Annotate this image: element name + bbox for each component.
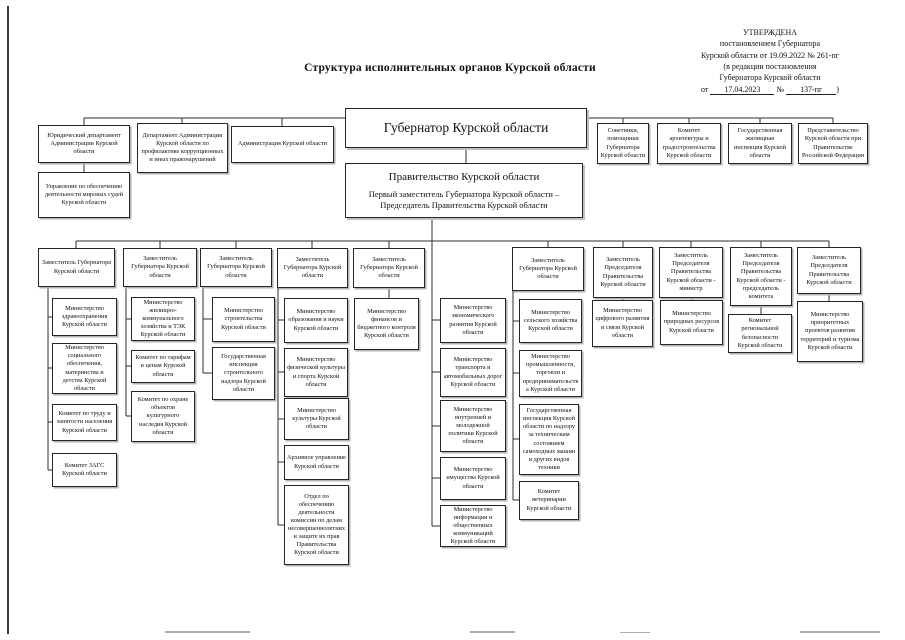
government-title: Правительство Курской области bbox=[388, 170, 540, 183]
box-deputy-chairman-1: Заместитель Председателя Правительства К… bbox=[593, 247, 653, 298]
box-deputy-chairman-2: Заместитель Председателя Правительства К… bbox=[797, 247, 861, 294]
box-administration: Администрация Курской области bbox=[231, 126, 334, 163]
box-ministry-housing-utilities: Министерство жилищно-коммунального хозяй… bbox=[131, 297, 195, 341]
box-ministry-natural-resources: Министерство природных ресурсов Курской … bbox=[660, 300, 723, 345]
box-heritage-committee: Комитет по охране объектов культурного н… bbox=[131, 391, 195, 442]
box-justice-support-division: Управление по обеспечению деятельности м… bbox=[38, 172, 130, 218]
approval-line: постановлением Губернатора bbox=[719, 39, 821, 49]
approval-paren: ) bbox=[836, 84, 839, 94]
page-title: Структура исполнительных органов Курской… bbox=[304, 62, 596, 74]
box-labor-committee: Комитет по труду и занятости населения К… bbox=[52, 404, 117, 441]
box-ministry-economy: Министерство экономического развития Кур… bbox=[440, 298, 506, 343]
box-ministry-information: Министерство информации и общественных к… bbox=[440, 505, 506, 547]
box-ministry-transport: Министерство транспорта и автомобильных … bbox=[440, 348, 506, 397]
box-ministry-priority-projects: Министерство приоритетных проектов разви… bbox=[797, 301, 863, 362]
approval-line: Курской области от 19.09.2022 № 261-пг bbox=[700, 50, 840, 60]
box-deputy-governor-3: Заместитель Губернатора Курской области bbox=[200, 248, 272, 287]
box-ministry-education: Министерство образования и науки Курской… bbox=[284, 298, 348, 343]
box-federal-representative-office: Представительство Курской области при Пр… bbox=[798, 123, 868, 164]
box-ministry-finance: Министерство финансов и бюджетного контр… bbox=[354, 298, 419, 350]
approval-line: Губернатора Курской области bbox=[719, 73, 821, 83]
scan-edge-line bbox=[7, 6, 9, 634]
approval-line: от 17.04.2023 № 137-пг) bbox=[645, 84, 895, 95]
box-deputy-chairman-committee-head: Заместитель Председателя Правительства К… bbox=[730, 247, 792, 306]
scan-mark bbox=[620, 632, 650, 633]
box-tech-inspection: Государственная инспекция Курской област… bbox=[519, 404, 579, 475]
box-ministry-industry: Министерство промышленности, торговли и … bbox=[519, 350, 582, 397]
approval-line: УТВЕРЖДЕНА bbox=[742, 28, 797, 37]
approval-line: (в редакции постановления bbox=[723, 62, 817, 72]
approval-number: 137-пг bbox=[786, 84, 837, 95]
box-ministry-construction: Министерство строительства Курской облас… bbox=[212, 297, 275, 342]
box-ministry-social: Министерство социального обеспечения, ма… bbox=[52, 343, 117, 394]
box-zags-committee: Комитет ЗАГС Курской области bbox=[52, 453, 117, 487]
scan-mark bbox=[165, 631, 250, 633]
box-anticorruption-department: Департамент Администрации Курской област… bbox=[137, 123, 228, 173]
box-deputy-governor-5: Заместитель Губернатора Курской области bbox=[353, 248, 425, 288]
box-deputy-governor-6: Заместитель Губернатора Курской области bbox=[512, 247, 584, 291]
box-ministry-domestic-policy: Министерство внутренней и молодежной пол… bbox=[440, 400, 506, 452]
box-legal-department: Юридический департамент Администрации Ку… bbox=[38, 125, 130, 163]
box-housing-inspection: Государственная жилищная инспекция Курск… bbox=[728, 123, 792, 164]
box-architecture-committee: Комитет архитектуры и градостроительства… bbox=[657, 123, 721, 164]
box-governor: Губернатор Курской области bbox=[345, 108, 587, 148]
scan-mark bbox=[800, 631, 880, 633]
box-deputy-governor-4: Заместитель Губернатора Курской области bbox=[277, 248, 348, 288]
box-ministry-digital: Министерство цифрового развития и связи … bbox=[592, 300, 653, 347]
box-minors-commission-department: Отдел по обеспечению деятельности комисс… bbox=[284, 485, 349, 565]
government-subtitle: Первый заместитель Губернатора Курской о… bbox=[368, 188, 560, 211]
box-ministry-sport: Министерство физической культуры и спорт… bbox=[284, 348, 348, 397]
approval-date: 17.04.2023 bbox=[710, 84, 775, 95]
box-government: Правительство Курской области Первый зам… bbox=[345, 163, 583, 218]
box-ministry-agriculture: Министерство сельского хозяйства Курской… bbox=[519, 299, 582, 343]
scan-mark bbox=[470, 631, 515, 633]
box-construction-inspection: Государственная инспекция строительного … bbox=[212, 347, 275, 400]
approval-from-label: от bbox=[701, 84, 709, 94]
box-deputy-governor-1: Заместитель Губернатора Курской области bbox=[38, 248, 115, 287]
box-tariffs-committee: Комитет по тарифам и ценам Курской облас… bbox=[131, 350, 195, 383]
box-veterinary-committee: Комитет ветеринарии Курской области bbox=[519, 481, 579, 520]
box-ministry-culture: Министерство культуры Курской области bbox=[284, 398, 349, 440]
box-deputy-chairman-minister: Заместитель Председателя Правительства К… bbox=[659, 247, 723, 298]
approval-number-sign: № bbox=[776, 84, 785, 94]
box-regional-security-committee: Комитет региональной безопасности Курско… bbox=[728, 314, 792, 353]
box-ministry-health: Министерство здравоохранения Курской обл… bbox=[52, 298, 117, 336]
approval-note: УТВЕРЖДЕНА постановлением Губернатора Ку… bbox=[645, 27, 895, 95]
box-ministry-property: Министерство имущества Курской области bbox=[440, 457, 506, 500]
box-archive-administration: Архивное управление Курской области bbox=[284, 445, 349, 480]
box-deputy-governor-2: Заместитель Губернатора Курской области bbox=[123, 248, 197, 287]
box-governor-advisors: Советники, помощники Губернатора Курской… bbox=[597, 123, 649, 164]
